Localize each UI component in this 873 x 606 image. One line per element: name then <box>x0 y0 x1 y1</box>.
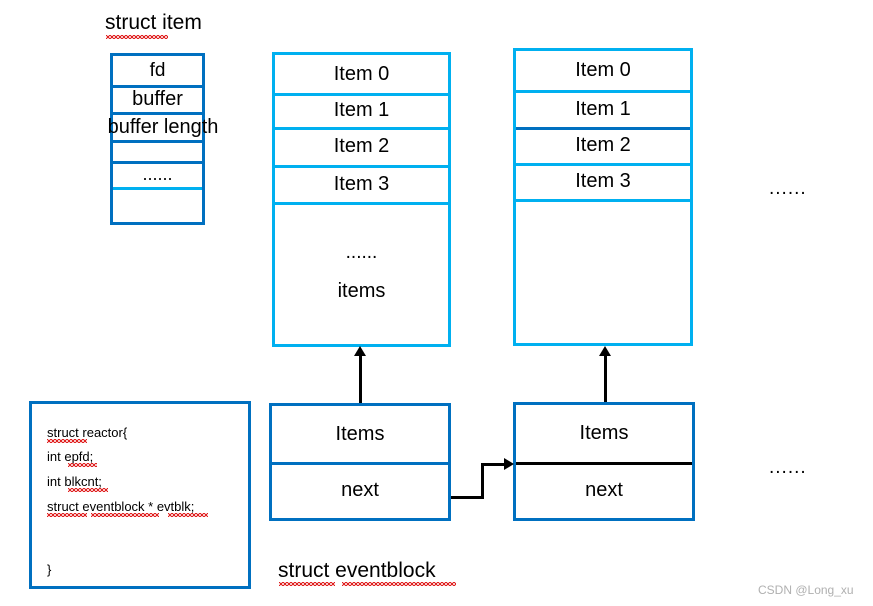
spellcheck-squiggle-eventblock-2 <box>342 582 456 586</box>
reactor-code-line-3: int blkcnt; <box>47 474 102 489</box>
items-block-1-body-dots: ...... <box>345 242 378 263</box>
arrow-next-link-segment-2 <box>481 463 484 499</box>
watermark: CSDN @Long_xu <box>758 583 854 597</box>
struct-item-divider-1 <box>113 85 202 88</box>
reactor-code-line-1: struct reactor{ <box>47 425 128 440</box>
items-block-2-divider-1 <box>516 90 690 93</box>
eventblock-1-divider <box>272 462 448 465</box>
items-blocks-ellipsis: ...... <box>769 178 807 199</box>
items-block-2-divider-3 <box>516 163 690 166</box>
reactor-code-line-5: } <box>47 562 52 577</box>
items-block-1-divider-3 <box>275 165 448 168</box>
items-block-2-divider-4 <box>516 199 690 202</box>
struct-item-title: struct item <box>105 11 202 34</box>
items-block-1-divider-4 <box>275 202 448 205</box>
struct-item-row-empty-1 <box>113 141 202 161</box>
spellcheck-squiggle-code-4b <box>91 513 159 517</box>
arrow-next-link-segment-3 <box>481 463 506 466</box>
struct-item-row-empty-2 <box>113 188 202 222</box>
eventblock-2-items-row: Items <box>579 422 629 444</box>
items-block-1 <box>272 52 451 347</box>
items-block-2-row-item-0: Item 0 <box>575 59 631 81</box>
struct-item-divider-4 <box>113 161 202 164</box>
spellcheck-squiggle-code-4a <box>47 513 87 517</box>
spellcheck-squiggle-eventblock-1 <box>279 582 335 586</box>
reactor-code-panel <box>29 401 251 589</box>
items-block-2-divider-2 <box>516 127 690 130</box>
items-block-1-divider-2 <box>275 127 448 130</box>
eventblock-2-divider <box>516 462 692 465</box>
arrow-next-link-segment-1 <box>451 496 484 499</box>
eventblock-1-next-row: next <box>341 479 379 501</box>
eventblock-1-items-row: Items <box>335 422 385 445</box>
eventblock-2 <box>513 402 695 521</box>
items-block-1-row-item-2: Item 2 <box>333 135 390 157</box>
struct-item-box <box>110 53 205 225</box>
struct-item-divider-5 <box>113 187 202 190</box>
reactor-code-line-2: int epfd; <box>47 449 94 464</box>
eventblocks-ellipsis: ...... <box>769 457 807 478</box>
items-block-1-body-label: items <box>337 279 386 302</box>
items-block-1-row-item-3: Item 3 <box>333 172 390 195</box>
spellcheck-squiggle-code-1 <box>47 439 87 443</box>
items-block-2 <box>513 48 693 346</box>
arrow-eventblock2-to-items2-head <box>599 346 611 356</box>
eventblock-2-next-row: next <box>585 479 623 501</box>
arrow-eventblock1-to-items1-shaft <box>359 355 362 403</box>
items-block-2-row-item-1: Item 1 <box>575 97 631 120</box>
spellcheck-squiggle-code-3 <box>68 488 108 492</box>
items-block-1-row-item-0: Item 0 <box>333 62 390 85</box>
spellcheck-squiggle-code-2 <box>68 463 97 467</box>
items-block-1-divider-1 <box>275 93 448 96</box>
spellcheck-squiggle-struct-item <box>106 35 168 39</box>
arrow-next-link-head <box>504 458 514 470</box>
arrow-eventblock1-to-items1-head <box>354 346 366 356</box>
items-block-1-row-item-1: Item 1 <box>333 99 390 121</box>
reactor-code-line-4: struct eventblock * evtblk; <box>47 499 195 514</box>
arrow-eventblock2-to-items2-shaft <box>604 355 607 403</box>
struct-eventblock-title: struct eventblock <box>278 559 436 582</box>
spellcheck-squiggle-code-4c <box>168 513 208 517</box>
struct-item-row-fd: fd <box>149 59 166 81</box>
struct-item-divider-2 <box>113 112 202 115</box>
struct-item-row-buffer-length: buffer length <box>107 115 219 138</box>
items-block-2-row-item-2: Item 2 <box>575 134 631 156</box>
struct-item-row-buffer: buffer <box>132 87 183 110</box>
items-block-2-row-item-3: Item 3 <box>575 170 631 192</box>
struct-item-row-ellipsis: ...... <box>142 164 173 184</box>
struct-item-divider-3 <box>113 140 202 143</box>
